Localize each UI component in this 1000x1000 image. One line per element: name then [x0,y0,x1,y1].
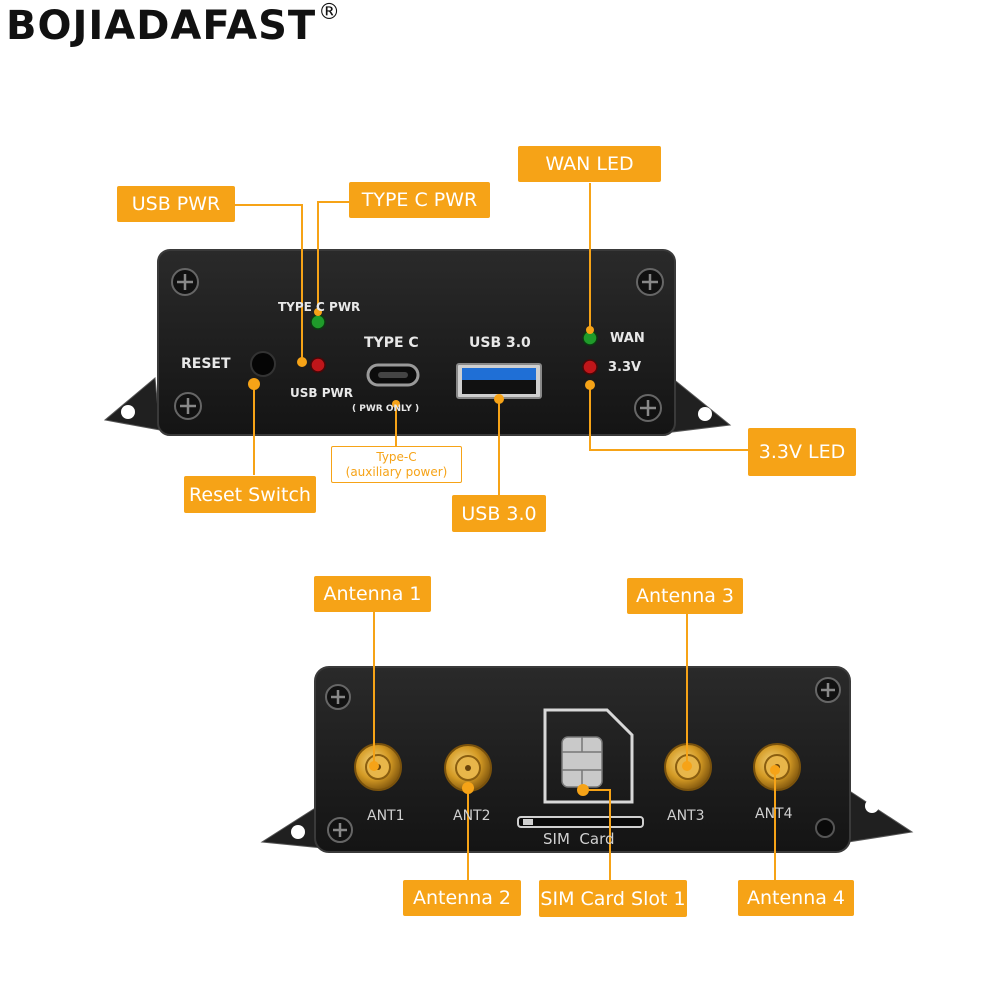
type-c-pwr-led [310,314,326,330]
callout-type-c-aux: Type-C (auxiliary power) [331,446,462,483]
front-panel [157,249,676,436]
callout-reset-switch: Reset Switch [184,476,316,513]
screw-icon [327,817,353,843]
mounting-flange-right-rear [847,789,914,843]
callout-wan-led: WAN LED [518,146,661,182]
front-label-wan: WAN [610,331,645,346]
brand-name: BOJIADAFAST [6,3,317,49]
screw-icon [636,268,664,296]
front-label-usb-pwr: USB PWR [290,386,353,400]
reset-button[interactable] [250,351,276,377]
screw-icon [815,677,841,703]
front-label-3v3: 3.3V [608,360,642,375]
callout-leader-lines [235,183,748,495]
screw-icon [325,684,351,710]
front-label-type-c: TYPE C [364,335,419,351]
callout-3v3-led: 3.3V LED [748,428,856,476]
mounting-flange-left [103,377,161,431]
sim-card-slot[interactable] [517,816,644,828]
callout-type-c-line1: Type-C [376,449,417,464]
front-label-type-c-pwr: TYPE C PWR [278,300,361,314]
callout-type-c-line2: (auxiliary power) [345,464,448,479]
callout-usb-pwr: USB PWR [117,186,235,222]
callout-antenna-3: Antenna 3 [627,578,743,614]
screw-icon [174,392,202,420]
callout-antenna-1: Antenna 1 [314,576,431,612]
back-label-ant4: ANT4 [755,806,793,822]
back-label-ant3: ANT3 [667,808,705,824]
back-label-ant1: ANT1 [367,808,405,824]
mounting-flange-right [671,376,732,433]
usb-pwr-led [310,357,326,373]
front-label-reset: RESET [181,356,231,372]
flange-hole-left [121,405,135,419]
callout-type-c-pwr: TYPE C PWR [349,182,490,218]
back-label-ant2: ANT2 [453,808,491,824]
screw-icon [634,394,662,422]
brand-logo: BOJIADAFAST® [6,2,341,49]
back-label-sim-card: SIM Card [543,830,615,848]
front-label-usb30: USB 3.0 [469,335,531,351]
antenna-connector-icon [444,744,492,792]
led-3v3 [582,359,598,375]
callout-antenna-4: Antenna 4 [738,880,854,916]
registered-mark: ® [318,0,342,25]
callout-antenna-2: Antenna 2 [403,880,521,916]
flange-hole-right [698,407,712,421]
sim-card-outline [543,708,634,804]
callout-usb30: USB 3.0 [452,495,546,532]
screw-icon [171,268,199,296]
callout-sim-card-slot: SIM Card Slot 1 [539,880,687,917]
mounting-flange-left-rear [260,804,323,849]
front-label-pwr-only: ( PWR ONLY ) [352,404,420,414]
